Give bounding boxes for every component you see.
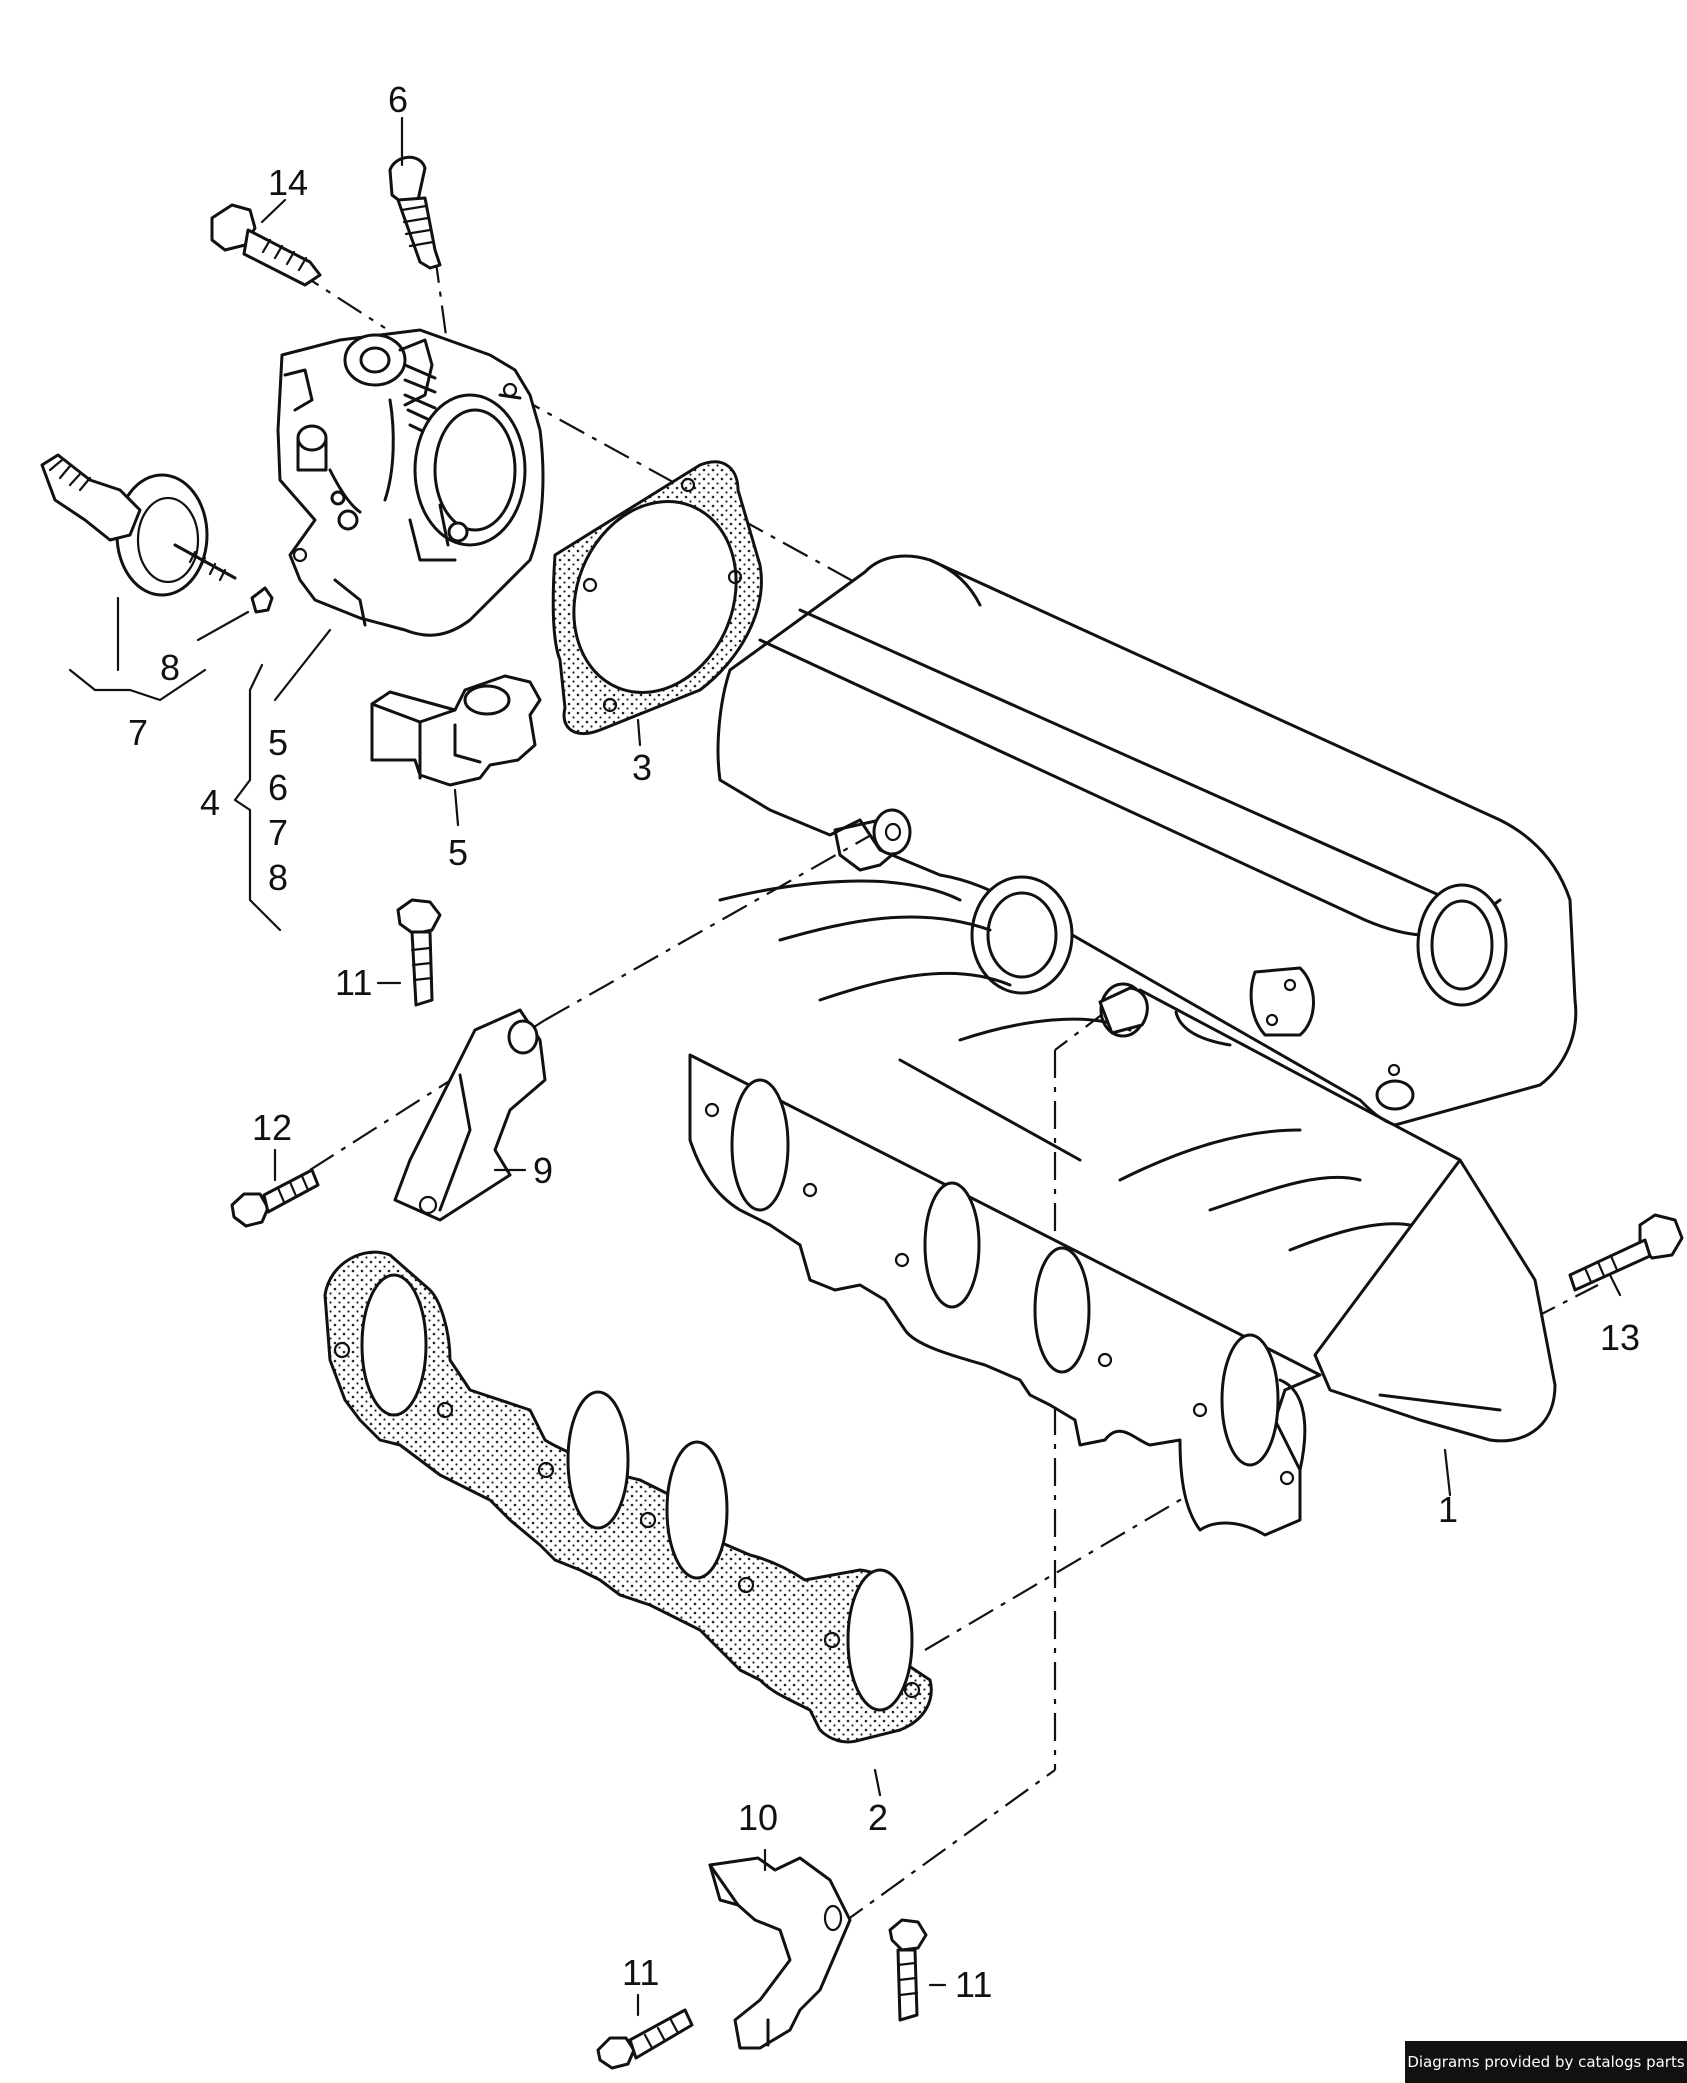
callout-12: 12 <box>252 1107 292 1148</box>
callout-3: 3 <box>632 747 652 788</box>
callout-13: 13 <box>1600 1317 1640 1358</box>
leader-lines <box>68 116 1622 2017</box>
callout-labels: 6 14 8 7 5 4 6 7 8 5 3 11 12 9 13 1 2 10… <box>128 79 1640 2005</box>
throttle-body-gasket <box>551 460 763 736</box>
callout-6: 6 <box>388 79 408 120</box>
callout-10: 10 <box>738 1797 778 1838</box>
bolt-11-lower <box>596 2008 694 2070</box>
callout-1: 1 <box>1438 1489 1458 1530</box>
callout-7: 7 <box>268 812 288 853</box>
callout-14: 14 <box>268 162 308 203</box>
throttle-position-sensor <box>370 674 542 787</box>
bolt-12 <box>230 1168 320 1228</box>
callout-5: 5 <box>268 722 288 763</box>
catalog-credit-banner: Diagrams provided by catalogs parts <box>1405 2041 1687 2083</box>
bolt-13 <box>1568 1213 1684 1292</box>
callout-4: 4 <box>200 782 220 823</box>
callout-6: 6 <box>268 767 288 808</box>
intake-manifold <box>688 554 1578 1537</box>
callout-11: 11 <box>335 962 372 1003</box>
callout-11: 11 <box>955 1964 992 2005</box>
bolt-14 <box>210 203 322 287</box>
bracket-10 <box>708 1856 852 2050</box>
callout-5: 5 <box>448 832 468 873</box>
bolt-11-right <box>888 1918 928 2022</box>
callout-2: 2 <box>868 1797 888 1838</box>
throttle-body <box>276 328 545 637</box>
manifold-gasket <box>323 1250 933 1744</box>
support-bracket-9 <box>393 1008 547 1222</box>
screw-6 <box>388 155 442 270</box>
callout-11: 11 <box>622 1952 659 1993</box>
callout-8: 8 <box>160 647 180 688</box>
callout-8: 8 <box>268 857 288 898</box>
bolt-11-upper <box>396 898 442 1007</box>
callout-9: 9 <box>533 1150 553 1191</box>
callout-7: 7 <box>128 712 148 753</box>
throttle-actuator <box>40 453 274 614</box>
